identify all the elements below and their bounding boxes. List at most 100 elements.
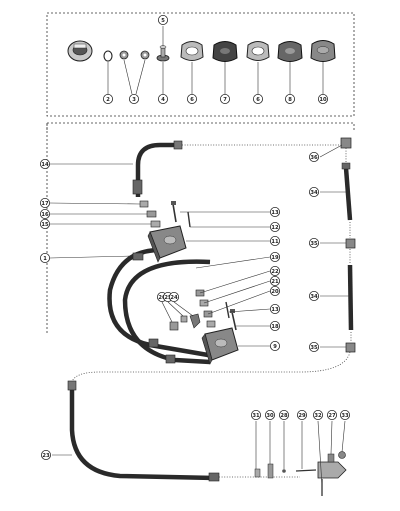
callout-bubble <box>168 291 179 302</box>
callout-number: 21 <box>271 279 279 285</box>
inset-panel <box>46 12 355 117</box>
callout-bubble <box>264 409 275 420</box>
hose-23 <box>67 380 300 482</box>
callout-bubble <box>103 94 114 105</box>
callout-number: 16 <box>41 212 49 218</box>
callout-24: 24 <box>168 291 179 302</box>
callout-number: 31 <box>252 413 260 419</box>
pump-body-lower <box>201 327 239 365</box>
callout-number: 10 <box>319 97 327 103</box>
part-cap-a <box>67 40 93 62</box>
part-check-valve <box>156 45 170 62</box>
callout-17: 17 <box>40 197 51 208</box>
callout-number: 6 <box>256 97 260 103</box>
callout-4: 4 <box>157 94 168 105</box>
callout-number: 14 <box>41 162 49 168</box>
callout-number: 24 <box>170 295 178 301</box>
callout-number: 18 <box>271 324 279 330</box>
callout-34: 34 <box>308 186 319 197</box>
callout-bubble <box>40 158 51 169</box>
callout-13: 13 <box>269 303 280 314</box>
callout-18: 18 <box>269 320 280 331</box>
callout-13: 13 <box>269 206 280 217</box>
callout-bubble <box>317 94 328 105</box>
callout-number: 15 <box>41 222 49 228</box>
callout-bubble <box>278 409 289 420</box>
callout-number: 26 <box>158 295 166 301</box>
callout-bubble <box>128 94 139 105</box>
callout-2: 2 <box>103 94 114 105</box>
right-column <box>71 137 356 383</box>
callout-number: 5 <box>161 18 165 24</box>
callout-22: 22 <box>269 265 280 276</box>
callout-number: 22 <box>271 269 279 275</box>
callout-number: 11 <box>271 239 279 245</box>
callout-bubble <box>186 94 197 105</box>
callout-number: 33 <box>341 413 349 419</box>
callout-15: 15 <box>40 218 51 229</box>
callout-5: 5 <box>157 14 168 25</box>
callout-bubble <box>250 409 261 420</box>
part-cover <box>310 40 336 62</box>
part-diaphragm <box>212 41 238 62</box>
hose-loop <box>107 247 211 365</box>
callout-bubble <box>269 221 280 232</box>
callout-35: 35 <box>308 237 319 248</box>
callout-number: 35 <box>310 345 318 351</box>
callout-number: 3 <box>132 97 136 103</box>
callout-33: 33 <box>339 409 350 420</box>
callout-30: 30 <box>264 409 275 420</box>
callout-number: 7 <box>223 97 227 103</box>
callout-8: 8 <box>284 94 295 105</box>
callout-bubble <box>269 320 280 331</box>
callout-bubble <box>157 94 168 105</box>
callout-number: 30 <box>266 413 274 419</box>
callout-35: 35 <box>308 341 319 352</box>
callout-16: 16 <box>40 208 51 219</box>
main-leaders <box>49 144 350 487</box>
callout-bubble <box>269 251 280 262</box>
callout-bubble <box>40 208 51 219</box>
callout-27: 27 <box>326 409 337 420</box>
callout-number: 2 <box>106 97 110 103</box>
callout-number: 9 <box>273 344 277 350</box>
callout-28: 28 <box>278 409 289 420</box>
callout-29: 29 <box>296 409 307 420</box>
callout-bubble <box>308 237 319 248</box>
callout-10: 10 <box>317 94 328 105</box>
part-nuts <box>119 50 150 60</box>
callout-bubble <box>269 303 280 314</box>
callout-7: 7 <box>219 94 230 105</box>
part-plate <box>277 41 303 62</box>
callout-number: 19 <box>271 255 279 261</box>
callout-number: 32 <box>314 413 322 419</box>
callout-number: 25 <box>164 295 172 301</box>
part-gasket-a <box>180 41 204 61</box>
callout-bubble <box>40 197 51 208</box>
fittings-lower <box>169 289 237 331</box>
callout-11: 11 <box>269 235 280 246</box>
fittings-upper <box>139 200 191 228</box>
callout-1: 1 <box>40 252 51 263</box>
callout-31: 31 <box>250 409 261 420</box>
callout-bubble <box>157 14 168 25</box>
callout-number: 1 <box>43 256 47 262</box>
callout-32: 32 <box>312 409 323 420</box>
callout-bubble <box>326 409 337 420</box>
callout-bubble <box>308 186 319 197</box>
callout-number: 35 <box>310 241 318 247</box>
callout-bubble <box>40 218 51 229</box>
callout-bubble <box>296 409 307 420</box>
callout-36: 36 <box>308 151 319 162</box>
pump-body-upper <box>147 225 187 263</box>
callout-bubble <box>269 265 280 276</box>
callout-bubble <box>269 340 280 351</box>
callout-3: 3 <box>128 94 139 105</box>
callout-number: 6 <box>190 97 194 103</box>
callout-number: 34 <box>310 190 318 196</box>
callout-bubble <box>269 285 280 296</box>
callout-bubble <box>284 94 295 105</box>
callout-number: 34 <box>310 294 318 300</box>
hose-14 <box>135 142 175 197</box>
